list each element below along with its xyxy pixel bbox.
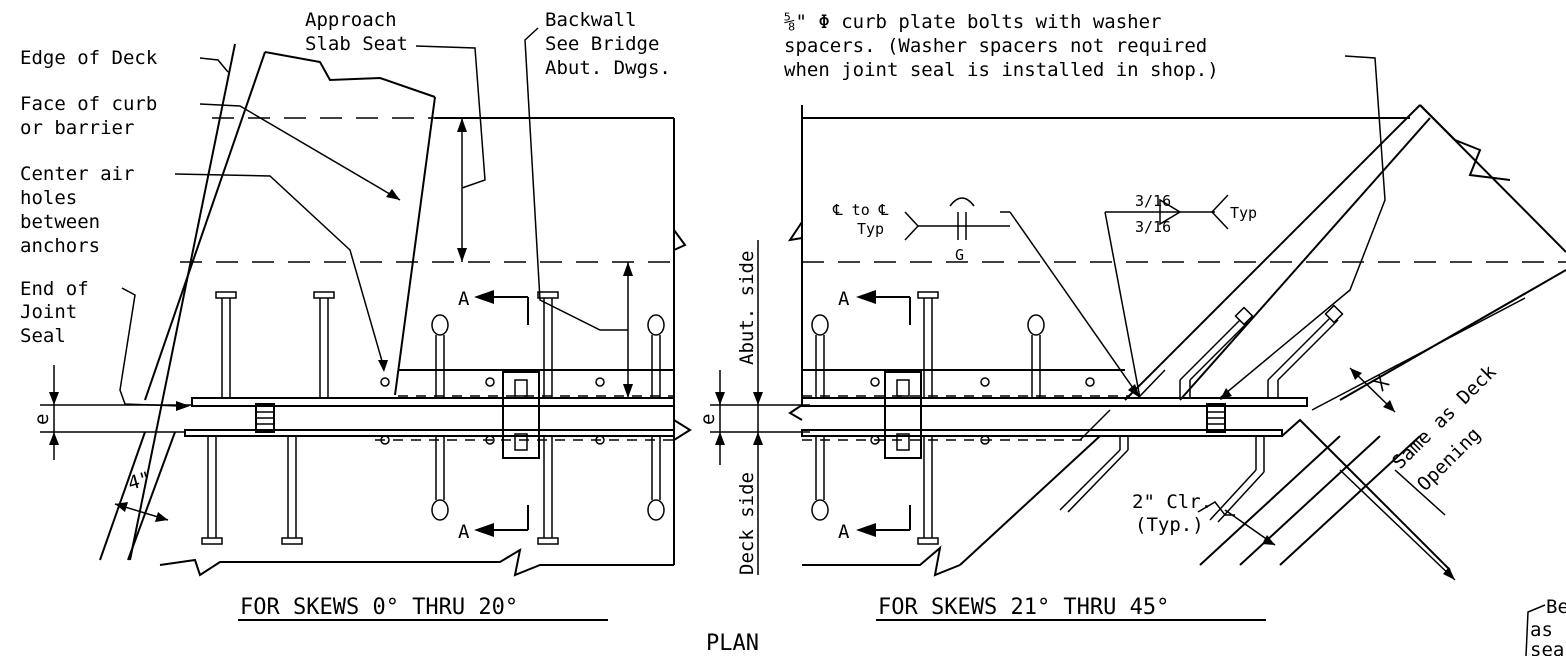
clearance-label: 2" Clr.: [1132, 491, 1212, 513]
face-of-curb-label: Face of curb: [20, 93, 157, 115]
skews-right-title: FOR SKEWS 21° THRU 45°: [878, 595, 1169, 620]
end-joint-label: End of: [20, 278, 89, 300]
face-of-curb-label-2: or barrier: [20, 117, 134, 139]
curb-plate-note: ⅝" Φ curb plate bolts with washer: [784, 11, 1162, 33]
deck-side-label: Deck side: [736, 472, 758, 575]
abut-side-label: Abut. side: [736, 251, 758, 365]
dim-e-left: e: [31, 414, 53, 425]
weld-g-label: G: [955, 246, 964, 264]
backwall-label-3: Abut. Dwgs.: [545, 57, 671, 79]
clearance-typ-label: (Typ.): [1135, 514, 1204, 536]
weld-size-bottom: 3/16: [1135, 218, 1171, 236]
curb-plate-note-3: when joint seal is installed in shop.): [784, 59, 1219, 81]
section-a-top-left: A: [458, 288, 470, 310]
center-air-label-3: between: [20, 211, 100, 233]
approach-label-2: Slab Seat: [305, 33, 408, 55]
section-a-bottom-right: A: [838, 521, 850, 543]
right-plan: [710, 55, 1566, 581]
section-a-top-right: A: [838, 288, 850, 310]
bend-note-label-3: seal ends bef: [1530, 639, 1566, 656]
approach-label: Approach: [305, 9, 397, 31]
edge-of-deck-label: Edge of Deck: [20, 47, 158, 69]
curb-plate-note-2: spacers. (Washer spacers not required: [784, 35, 1207, 57]
backwall-label: Backwall: [545, 9, 637, 31]
center-air-label-4: anchors: [20, 235, 100, 257]
section-a-bottom-left: A: [458, 521, 470, 543]
skews-left-title: FOR SKEWS 0° THRU 20°: [240, 595, 518, 620]
plan-title: PLAN: [706, 631, 759, 656]
end-joint-label-3: Seal: [20, 325, 66, 347]
weld-size-top: 3/16: [1135, 192, 1171, 210]
pl-to-pl-typ-label: Typ: [857, 220, 884, 238]
weld-typ-label: Typ: [1230, 204, 1257, 222]
backwall-label-2: See Bridge: [545, 33, 659, 55]
dim-e-right: e: [697, 414, 719, 425]
end-joint-label-2: Joint: [20, 301, 77, 323]
center-air-label-2: holes: [20, 187, 77, 209]
bend-note-label: Bend joint se: [1546, 596, 1566, 618]
center-air-label: Center air: [20, 163, 134, 185]
bend-note-label-2: as shown and: [1530, 619, 1566, 641]
dim-4in-label: 4": [126, 468, 154, 495]
pl-to-pl-label: ℄ to ℄: [832, 201, 889, 219]
left-plan: [40, 27, 692, 577]
